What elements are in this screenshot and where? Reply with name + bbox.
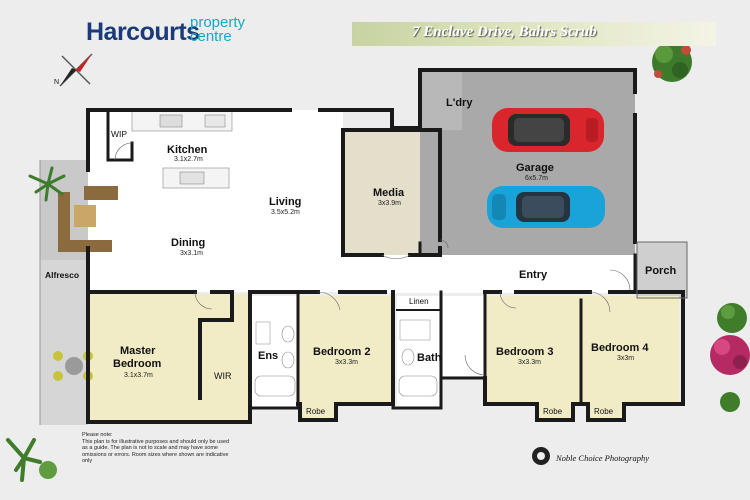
room-kitchen-dim: 3.1x2.7m xyxy=(174,156,203,163)
photo-credit: Noble Choice Photography xyxy=(556,453,650,463)
room-bedroom2-label: Bedroom 2 xyxy=(313,346,371,358)
room-garage-label: Garage xyxy=(516,162,554,174)
compass-icon xyxy=(59,53,93,87)
disclaimer-body: This plan is for illustrative purposes a… xyxy=(82,438,230,465)
compass-north-label: N xyxy=(54,79,60,86)
room-master-label-line2: Bedroom xyxy=(113,358,162,370)
wir-floor xyxy=(200,358,248,398)
shrub-bottom-right xyxy=(720,392,740,412)
room-bedroom3-dim: 3x3.3m xyxy=(518,359,541,366)
door-swings xyxy=(114,142,631,376)
room-robe-b3-label: Robe xyxy=(543,407,563,416)
brand-subtitle: property centre xyxy=(190,14,246,45)
laundry-floor xyxy=(420,70,462,130)
room-master-label-line1: Master xyxy=(120,345,156,357)
walls xyxy=(86,68,685,424)
bedroom3-floor xyxy=(485,296,581,404)
room-garage-dim: 6x5.7m xyxy=(525,175,548,182)
room-media-label: Media xyxy=(373,187,405,199)
alfresco-furniture xyxy=(53,186,118,381)
room-entry-label: Entry xyxy=(519,269,548,281)
room-alfresco-label: Alfresco xyxy=(45,270,80,280)
room-bedroom4-label: Bedroom 4 xyxy=(591,342,649,354)
room-media-dim: 3x3.9m xyxy=(378,200,401,207)
address-banner xyxy=(352,22,716,46)
room-bedroom3-label: Bedroom 3 xyxy=(496,346,554,358)
red-car xyxy=(492,108,604,152)
room-robe-b2-label: Robe xyxy=(306,407,326,416)
brand-subtitle-line1: property xyxy=(190,14,246,31)
disclaimer-heading: Please note: xyxy=(82,432,113,438)
room-wir-label: WIR xyxy=(214,371,232,381)
camera-logo-icon xyxy=(532,447,550,465)
room-dining-label: Dining xyxy=(171,237,206,249)
brand-subtitle-line2: centre xyxy=(190,28,232,45)
shrub-right xyxy=(717,303,747,333)
room-master-dim: 3.1x3.7m xyxy=(124,372,153,379)
flower-bush-right xyxy=(710,335,750,375)
room-master-label: Master xyxy=(120,344,155,358)
address: 7 Enclave Drive, Bahrs Scrub xyxy=(412,24,597,40)
bedroom2-floor xyxy=(298,296,393,404)
kitchen-benches xyxy=(131,110,233,189)
room-bedroom2-dim: 3x3.3m xyxy=(335,359,358,366)
room-bedroom4-dim: 3x3m xyxy=(617,355,635,362)
master-floor xyxy=(90,294,250,421)
living-floor xyxy=(88,110,343,292)
room-porch-label: Porch xyxy=(645,265,677,277)
room-laundry-label: L'dry xyxy=(446,97,473,109)
robe-b4-floor xyxy=(588,404,624,420)
robe-b2-floor xyxy=(300,404,336,420)
room-ensuite-label: Ens xyxy=(258,350,279,362)
robe-b3-floor xyxy=(537,404,573,420)
porch-frame xyxy=(636,241,688,299)
porch-floor xyxy=(637,242,687,298)
plant-bottom-left xyxy=(6,438,57,482)
room-linen-label: Linen xyxy=(409,297,429,306)
hall-floor xyxy=(441,296,485,376)
room-dining-dim: 3x3.1m xyxy=(180,250,203,257)
brand-logo: Harcourts xyxy=(86,18,200,46)
room-bath-label: Bath xyxy=(417,352,442,364)
room-wip-label: WIP xyxy=(111,129,128,139)
room-kitchen-label: Kitchen xyxy=(167,144,208,156)
entry-floor xyxy=(343,255,638,293)
bath-fixtures xyxy=(254,319,438,397)
palm-left xyxy=(28,166,66,202)
room-robe-b4-label: Robe xyxy=(594,407,614,416)
bedroom4-floor xyxy=(581,296,679,404)
disclaimer-note: Please note: This plan is for illustrati… xyxy=(82,432,232,465)
room-living-dim: 3.5x5.2m xyxy=(271,209,300,216)
room-living-label: Living xyxy=(269,196,302,208)
blue-car xyxy=(487,186,605,228)
tree-top-right xyxy=(652,42,692,82)
